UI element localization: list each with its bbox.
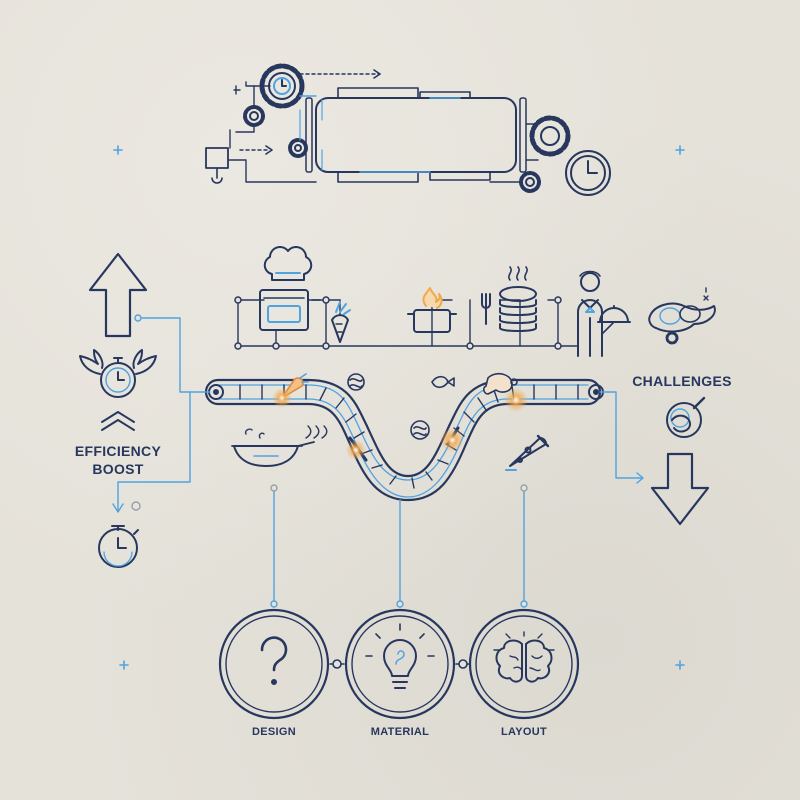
gear-icon [529,115,571,157]
chevron-up-icon [101,411,135,431]
brain-icon [493,631,555,683]
conveyor-belt-icon [204,378,604,502]
stopwatch-wings-icon [79,349,157,398]
gear-icon [288,138,308,158]
fish-icon [431,375,455,389]
efficiency-boost-label: EFFICIENCY BOOST [68,442,168,478]
stopwatch-icon [98,525,139,568]
belt-items [281,372,518,462]
machine-blueprint [205,63,611,196]
pot-fire-icon [407,287,457,333]
pizza-slice-icon [505,434,550,471]
fork-icon [481,293,491,325]
tangle-icon [648,287,716,345]
bottom-circles [218,484,580,720]
waiter-icon [577,270,603,357]
cloche-icon [597,305,631,335]
chicken-leg-icon [483,372,518,395]
lightbulb-icon [365,623,435,689]
kitchen-icon-row [234,246,631,357]
gear-icon [243,105,265,127]
glow-sparks [272,388,528,460]
efficiency-panel [79,252,211,568]
carrot-icon [331,301,351,343]
clock-icon [565,150,611,196]
plate-stack-icon [499,266,537,332]
layout-label: LAYOUT [500,726,547,738]
efficiency-label-line1: EFFICIENCY [74,443,162,459]
arrow-down-icon [650,452,710,526]
challenges-panel [599,287,716,526]
material-label: MATERIAL [370,726,430,738]
efficiency-label-line2: BOOST [92,461,144,477]
arrow-up-icon [88,252,148,338]
layout-circle [468,608,580,720]
stove-icon [259,289,321,331]
tangle-icon [347,373,365,391]
chef-hat-icon [263,246,313,281]
cookie-icon [410,420,430,440]
design-circle [218,608,330,720]
wok-icon [231,425,328,467]
knot-icon [666,396,706,438]
corner-sparkles [113,145,685,670]
material-circle [344,608,456,720]
challenges-label: CHALLENGES [632,373,732,389]
question-icon [260,636,288,685]
gear-icon [519,171,541,193]
design-label: DESIGN [252,726,296,738]
